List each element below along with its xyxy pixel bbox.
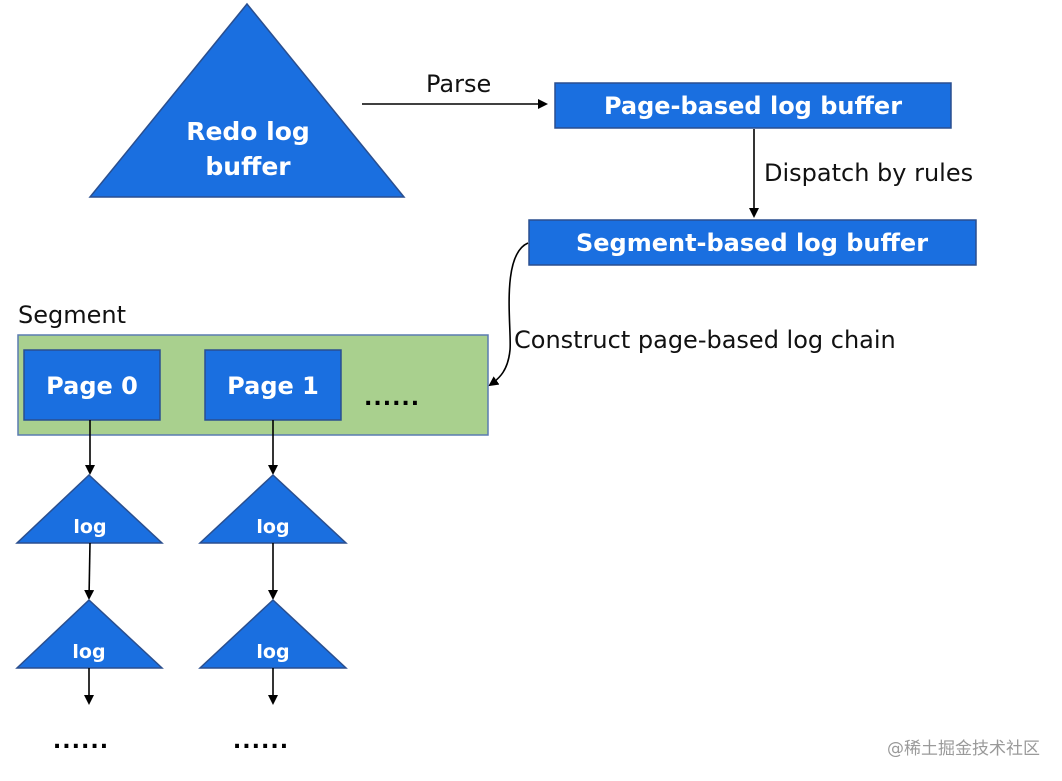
segment-more-pages: ......: [364, 386, 420, 411]
segment-title: Segment: [18, 301, 126, 329]
redo-log-buffer-label-line-1: Redo log: [186, 117, 310, 146]
redo-log-buffer-node: Redo log buffer: [88, 2, 406, 198]
page-0-log-1-label: log: [73, 516, 106, 538]
construct-label: Construct page-based log chain: [514, 326, 896, 354]
page-0-label: Page 0: [46, 372, 138, 400]
page-1-log-1-node: log: [198, 473, 348, 544]
page-based-log-buffer-node: Page-based log buffer: [554, 82, 952, 129]
construct-arrow: [488, 242, 529, 387]
page-0-log-1-to-log-2-arrow: [84, 542, 95, 600]
page-0-node: Page 0: [23, 349, 161, 421]
page-0-more-logs: ......: [53, 729, 109, 754]
page-1-log-1-label: log: [256, 516, 289, 538]
redo-log-buffer-label-line-2: buffer: [205, 152, 291, 181]
watermark: @稀土掘金技术社区: [887, 739, 1040, 759]
page-0-log-1-node: log: [15, 473, 164, 544]
page-1-log-2-node: log: [198, 598, 348, 669]
segment-based-log-buffer-node: Segment-based log buffer: [528, 219, 977, 266]
page-1-more-logs: ......: [233, 729, 289, 754]
page-0-log-2-label: log: [72, 641, 105, 663]
dispatch-label: Dispatch by rules: [764, 159, 973, 187]
segment-based-log-buffer-label: Segment-based log buffer: [576, 229, 928, 257]
page-1-node: Page 1: [204, 349, 342, 421]
page-0-log-2-node: log: [15, 598, 164, 669]
page-based-log-buffer-label: Page-based log buffer: [604, 92, 902, 120]
parse-label: Parse: [426, 70, 491, 98]
page-1-label: Page 1: [227, 372, 319, 400]
page-1-log-2-label: log: [256, 641, 289, 663]
